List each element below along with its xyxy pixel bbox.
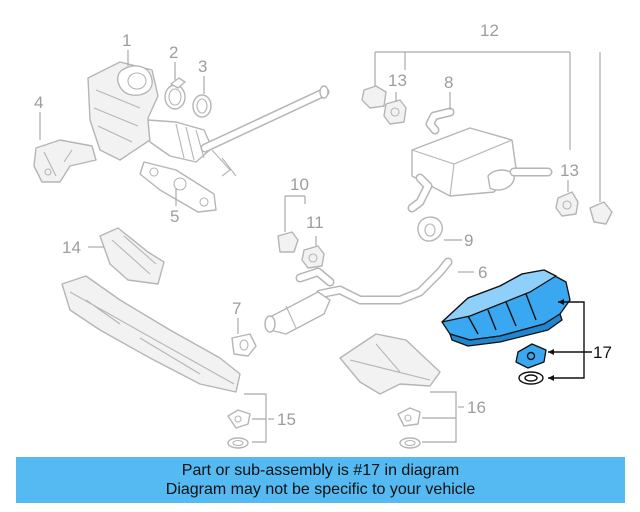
callout-15: 15 xyxy=(277,410,296,429)
banner-line-part: Part or sub-assembly is #17 in diagram xyxy=(181,462,460,479)
part-15-heat-shield-long[interactable] xyxy=(61,275,241,393)
callout-17: 17 xyxy=(593,343,612,362)
part-17-washer[interactable] xyxy=(518,371,544,385)
part-15-nut[interactable] xyxy=(227,409,251,429)
callout-16: 16 xyxy=(467,398,486,417)
part-12-hanger-left[interactable] xyxy=(361,85,387,109)
banner-line-disclaimer: Diagram may not be specific to your vehi… xyxy=(165,481,476,498)
part-3-gasket[interactable] xyxy=(192,94,212,118)
part-2-clamp[interactable] xyxy=(164,77,186,110)
part-7-clamp[interactable] xyxy=(231,333,257,357)
callout-5: 5 xyxy=(170,207,179,226)
callout-11: 11 xyxy=(306,213,324,232)
part-1-catalytic-converter[interactable] xyxy=(87,61,213,163)
callout-8: 8 xyxy=(444,73,453,92)
front-pipe xyxy=(200,85,330,177)
part-info-banner: Part or sub-assembly is #17 in diagram D… xyxy=(16,457,625,503)
part-16-nut[interactable] xyxy=(397,407,421,427)
callout-13-right: 13 xyxy=(560,161,579,180)
part-6-intermediate-pipe[interactable] xyxy=(264,257,453,335)
part-17-heat-shield-highlighted[interactable] xyxy=(441,269,571,347)
part-15-washer[interactable] xyxy=(227,437,249,449)
part-14-heat-shield[interactable] xyxy=(99,227,165,285)
part-16-washer[interactable] xyxy=(399,437,421,449)
callout-1: 1 xyxy=(122,31,131,50)
part-12-hanger-right[interactable] xyxy=(589,201,613,225)
callout-9: 9 xyxy=(464,231,473,250)
part-16-heat-shield[interactable] xyxy=(339,333,441,395)
callout-4: 4 xyxy=(34,93,43,112)
callout-13-top: 13 xyxy=(388,71,407,90)
callout-12: 12 xyxy=(480,21,499,40)
part-13-hanger-top[interactable] xyxy=(383,99,407,125)
callout-14: 14 xyxy=(62,238,81,257)
part-11-hanger[interactable] xyxy=(301,245,325,269)
callout-2: 2 xyxy=(169,43,178,62)
callout-7: 7 xyxy=(232,299,241,318)
callout-10: 10 xyxy=(290,175,309,194)
part-10-bracket[interactable] xyxy=(277,231,299,253)
part-13-hanger-right[interactable] xyxy=(555,191,579,217)
part-9-clamp[interactable] xyxy=(417,216,443,242)
part-17-nut[interactable] xyxy=(515,343,547,369)
callout-6: 6 xyxy=(478,263,487,282)
part-4-bracket[interactable] xyxy=(33,139,97,183)
callout-3: 3 xyxy=(198,57,207,76)
part-5-flange-gasket[interactable] xyxy=(139,161,217,213)
exhaust-parts-diagram: 1 2 3 4 5 6 7 8 9 10 11 12 13 13 14 15 1… xyxy=(33,21,613,449)
rear-muffler-assembly xyxy=(407,107,553,213)
